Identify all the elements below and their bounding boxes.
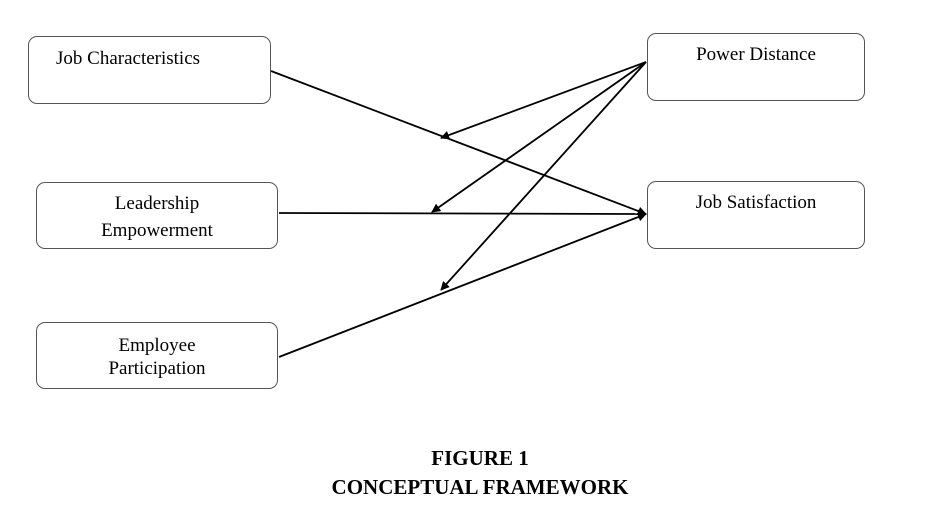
- node-power-distance: Power Distance: [647, 33, 865, 101]
- node-label: Power Distance: [696, 44, 816, 65]
- figure-number: FIGURE 1: [431, 446, 529, 470]
- node-label-line-1: Employee: [118, 335, 196, 356]
- node-label: Job Satisfaction: [695, 192, 817, 213]
- figure-caption: FIGURE 1 CONCEPTUAL FRAMEWORK: [0, 444, 929, 502]
- figure-title: CONCEPTUAL FRAMEWORK: [331, 475, 629, 499]
- node-label-line-2: Participation: [108, 358, 206, 379]
- node-job-characteristics: Job Characteristics: [28, 36, 271, 104]
- node-label-line-1: Leadership: [114, 193, 200, 214]
- edge-power-distance-to-jc-path: [440, 61, 647, 140]
- node-job-satisfaction: Job Satisfaction: [647, 181, 865, 249]
- edge-power-distance-to-ep-path: [440, 61, 647, 291]
- node-label: Job Characteristics: [56, 48, 201, 69]
- node-leadership-empowerment: Leadership Empowerment: [36, 182, 278, 249]
- edge-job-characteristics-to-job-satisfaction: [270, 70, 647, 216]
- edge-power-distance-to-le-path: [431, 61, 647, 213]
- edge-employee-participation-to-job-satisfaction: [278, 212, 647, 358]
- edge-leadership-empowerment-to-job-satisfaction: [278, 209, 647, 219]
- node-label-line-2: Empowerment: [101, 220, 213, 241]
- node-employee-participation: Employee Participation: [36, 322, 278, 389]
